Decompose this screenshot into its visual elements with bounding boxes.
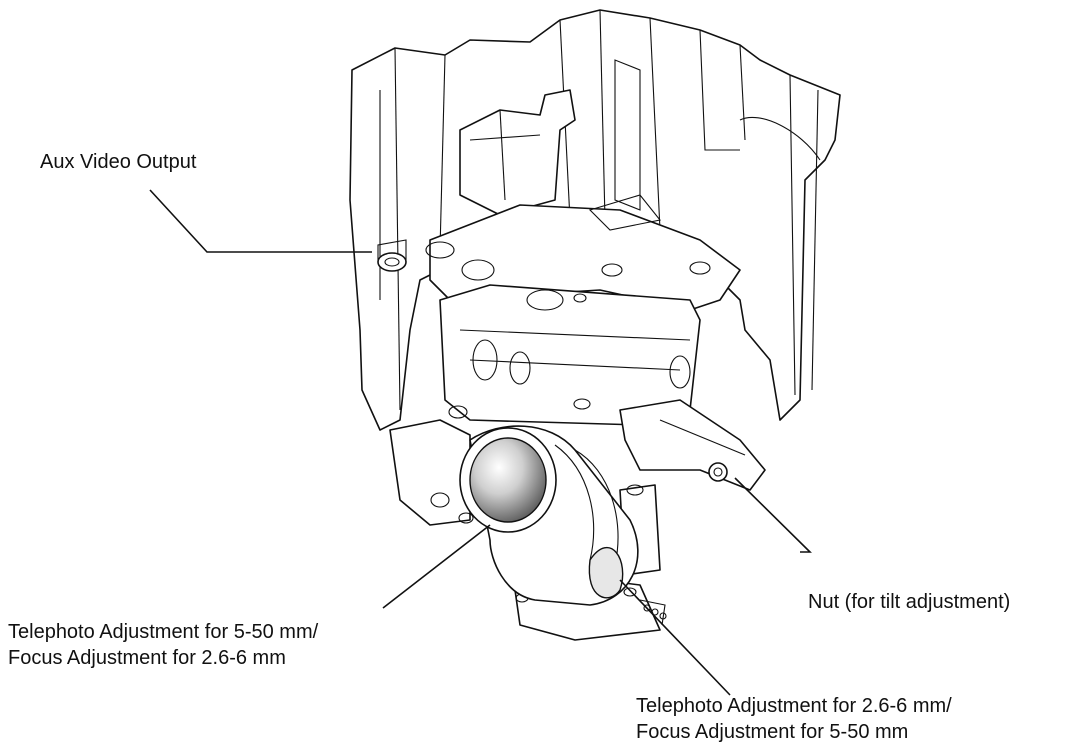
leader-aux-video xyxy=(149,189,372,253)
lens-barrel xyxy=(459,425,639,606)
label-nut-tilt-adjustment: Nut (for tilt adjustment) xyxy=(808,591,1011,613)
label-telephoto-1-line2: Focus Adjustment for 2.6-6 mm xyxy=(8,647,286,669)
label-telephoto-2-line2: Focus Adjustment for 5-50 mm xyxy=(636,721,909,743)
leader-telephoto-1 xyxy=(382,524,491,609)
leader-lines xyxy=(149,189,812,696)
tilt-frame xyxy=(439,284,701,426)
aux-video-connector xyxy=(377,239,407,272)
upper-chassis xyxy=(425,89,741,311)
label-telephoto-2-line1: Telephoto Adjustment for 2.6-6 mm/ xyxy=(636,695,952,717)
label-aux-video-output: Aux Video Output xyxy=(40,151,197,173)
leader-nut xyxy=(734,477,812,553)
label-telephoto-1-line1: Telephoto Adjustment for 5-50 mm/ xyxy=(8,621,319,643)
leader-telephoto-2 xyxy=(619,579,731,696)
